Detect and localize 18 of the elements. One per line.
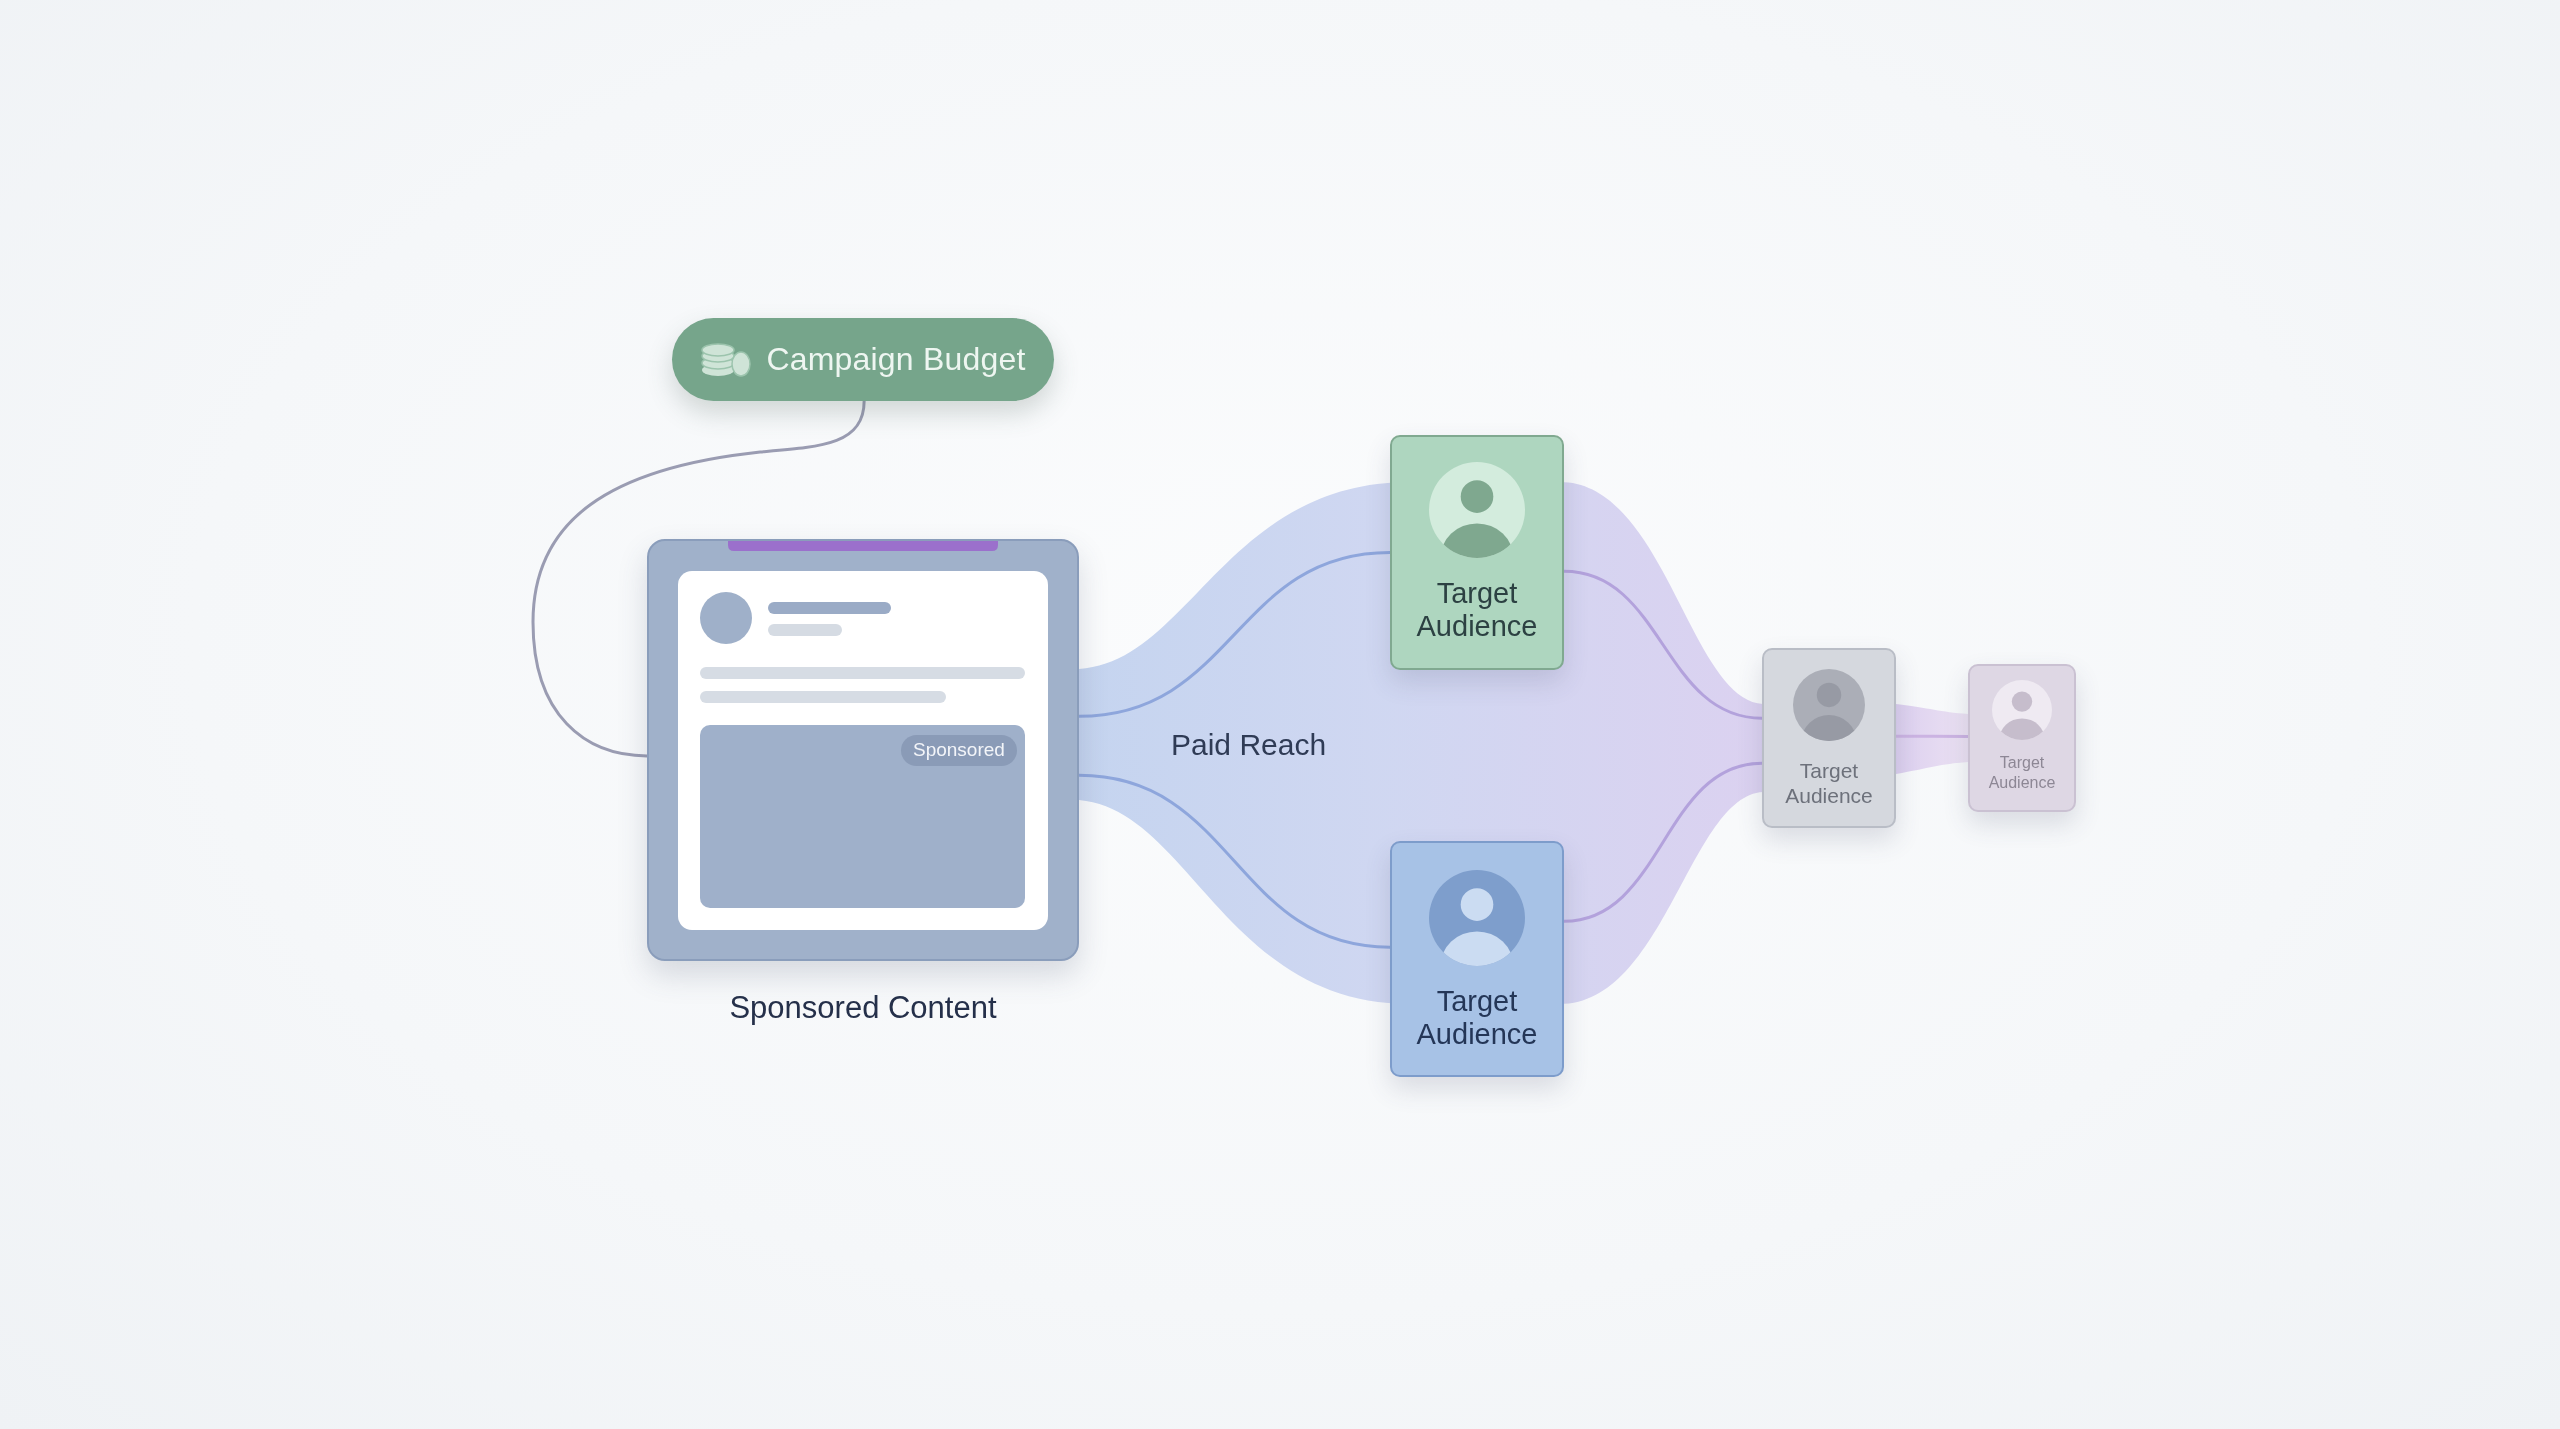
node-label: Campaign Budget — [766, 341, 1026, 378]
connector-line — [1562, 761, 1764, 923]
flow-label: Paid Reach — [1171, 728, 1327, 762]
connector-line — [1077, 551, 1392, 718]
connector-line — [1562, 569, 1764, 720]
connector-line — [1077, 773, 1392, 949]
node-label: Target Audience — [1415, 577, 1539, 643]
connector-line — [1894, 734, 1970, 738]
audience-card — [1390, 841, 1564, 1077]
node-label: Target Audience — [1784, 758, 1874, 808]
node-caption: Sponsored Content — [728, 990, 998, 1026]
sponsored-tag: Sponsored — [901, 735, 1017, 766]
connector-line — [531, 399, 866, 758]
audience-card — [1762, 648, 1896, 828]
audience-card — [1390, 435, 1564, 670]
node-label: Target Audience — [1415, 985, 1539, 1051]
node-label: Target Audience — [1987, 753, 2057, 793]
audience-card — [1968, 664, 2076, 812]
